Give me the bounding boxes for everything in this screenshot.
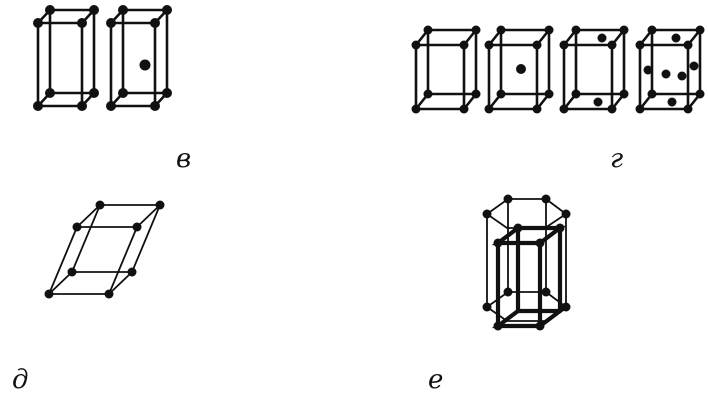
atom — [89, 5, 99, 15]
atom — [635, 40, 645, 50]
atom-face-center — [667, 97, 677, 107]
atom — [541, 287, 551, 297]
atom — [411, 40, 421, 50]
atom — [118, 5, 128, 15]
atom-center — [516, 64, 526, 74]
atom — [571, 89, 581, 99]
cell-body-centered-tetragonal — [106, 5, 172, 111]
label-g: г — [610, 144, 624, 174]
atom — [559, 104, 569, 114]
atom — [77, 101, 87, 111]
atom — [162, 5, 172, 15]
atom-base-center — [593, 97, 603, 107]
atom — [459, 104, 469, 114]
cell-simple-tetragonal — [33, 5, 99, 111]
atom — [132, 222, 142, 232]
atom-center — [139, 59, 151, 71]
atom — [45, 88, 55, 98]
atom — [89, 88, 99, 98]
atom — [67, 267, 77, 277]
atom — [423, 25, 433, 35]
atom — [155, 200, 165, 210]
atom — [45, 5, 55, 15]
atom — [423, 89, 433, 99]
atom — [544, 89, 554, 99]
atom — [503, 194, 513, 204]
lattice-group-e — [482, 194, 571, 331]
atom — [493, 321, 503, 331]
atom — [561, 302, 571, 312]
atom — [559, 40, 569, 50]
atom-face-center — [643, 65, 653, 75]
atom — [95, 200, 105, 210]
atom — [77, 18, 87, 28]
atom — [695, 89, 705, 99]
atom — [104, 289, 114, 299]
label-v: в — [176, 144, 192, 174]
cell-orthorhombic-body-centered — [484, 25, 554, 114]
atom — [484, 40, 494, 50]
atom — [33, 101, 43, 111]
label-d: д — [12, 365, 29, 395]
atom — [571, 25, 581, 35]
atom — [544, 25, 554, 35]
atom — [162, 88, 172, 98]
atom — [493, 238, 503, 248]
atom — [647, 25, 657, 35]
atom — [561, 209, 571, 219]
atom — [619, 25, 629, 35]
atom — [647, 89, 657, 99]
atom — [127, 267, 137, 277]
atom — [683, 104, 693, 114]
atom — [118, 88, 128, 98]
atom — [106, 101, 116, 111]
atom-face-center — [689, 61, 699, 71]
atom — [471, 25, 481, 35]
lattice-group-d — [44, 200, 165, 299]
atom — [496, 25, 506, 35]
atom — [459, 40, 469, 50]
atom-face-center — [661, 69, 671, 79]
atom — [106, 18, 116, 28]
atom — [150, 101, 160, 111]
atom-base-center — [597, 33, 607, 43]
atom-face-center — [671, 33, 681, 43]
atom — [532, 104, 542, 114]
lattice-group-v — [33, 5, 172, 111]
atom — [535, 321, 545, 331]
atom — [541, 194, 551, 204]
atom — [535, 238, 545, 248]
atom-face-center — [677, 71, 687, 81]
atom — [471, 89, 481, 99]
atom — [72, 222, 82, 232]
cell-orthorhombic-simple — [411, 25, 481, 114]
cell-orthorhombic-base-centered — [559, 25, 629, 114]
atom — [683, 40, 693, 50]
atom — [635, 104, 645, 114]
atom — [33, 18, 43, 28]
atom — [503, 287, 513, 297]
atom — [532, 40, 542, 50]
atom — [607, 104, 617, 114]
cell-orthorhombic-face-centered — [635, 25, 705, 114]
atom — [695, 25, 705, 35]
label-e: е — [428, 365, 444, 395]
atom — [411, 104, 421, 114]
atom — [482, 209, 492, 219]
atom — [513, 223, 523, 233]
atom — [150, 18, 160, 28]
atom — [619, 89, 629, 99]
atom — [607, 40, 617, 50]
lattice-group-g — [411, 25, 705, 114]
atom — [496, 89, 506, 99]
atom — [555, 223, 565, 233]
atom — [482, 302, 492, 312]
atom — [44, 289, 54, 299]
atom — [484, 104, 494, 114]
